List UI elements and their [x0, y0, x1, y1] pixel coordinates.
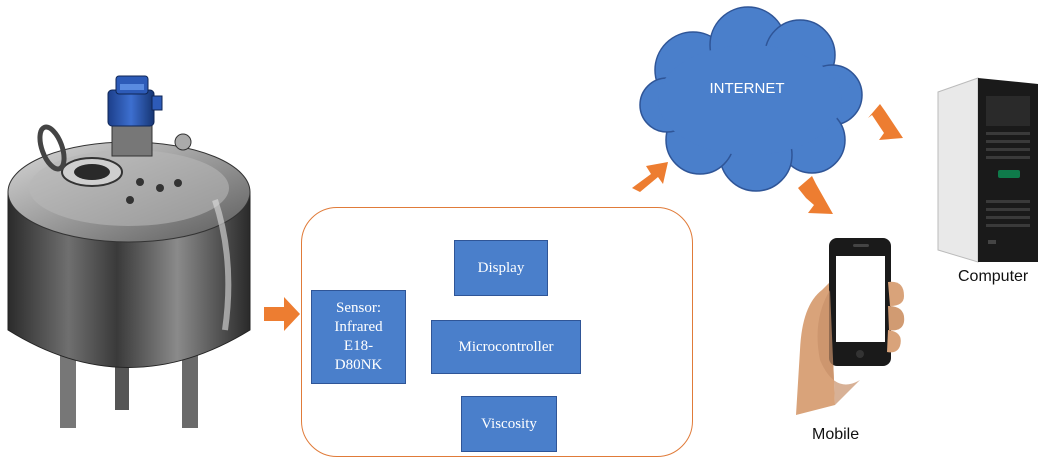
microcontroller-box: Microcontroller [431, 320, 581, 374]
arrow-cloud-to-computer [868, 104, 903, 140]
display-label: Display [477, 259, 525, 276]
arrow-panel-to-cloud [632, 162, 668, 192]
computer-label: Computer [958, 268, 1029, 285]
sensor-box: Sensor: Infrared E18- D80NK [311, 290, 406, 384]
sensor-line-2: Infrared [334, 319, 383, 335]
mobile-label: Mobile [812, 426, 860, 443]
arrow-tank-to-panel [264, 297, 300, 331]
sensor-line-1: Sensor: [336, 300, 381, 316]
arrow-cloud-to-mobile [798, 176, 833, 214]
sensor-line-3: E18- [343, 338, 374, 354]
internet-label: INTERNET [709, 80, 785, 97]
display-box: Display [454, 240, 548, 296]
viscosity-box: Viscosity [461, 396, 557, 452]
sensor-line-4: D80NK [334, 357, 383, 373]
mixing-tank-icon [7, 75, 251, 428]
microcontroller-label: Microcontroller [458, 338, 554, 355]
viscosity-label: Viscosity [481, 415, 537, 432]
